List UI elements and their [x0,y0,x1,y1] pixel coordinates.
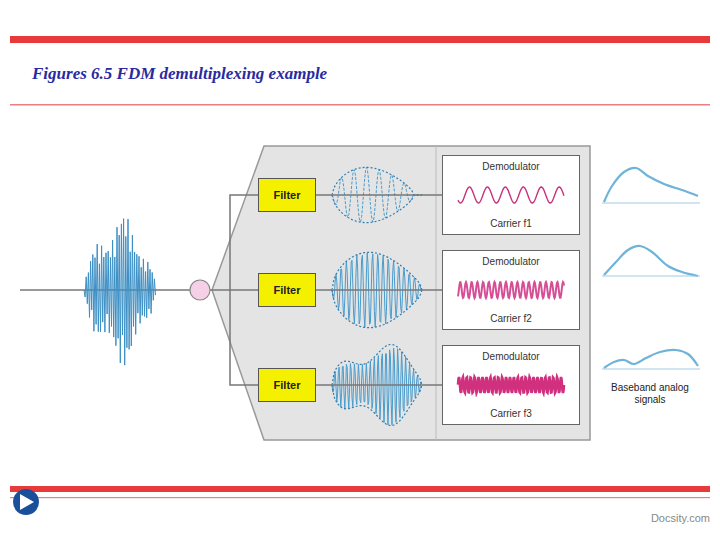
title-rule [10,104,710,106]
demodulator-label: Demodulator [482,351,539,362]
filter-box: Filter [258,178,316,212]
baseband-axis [602,203,700,204]
filter-box: Filter [258,273,316,307]
splitter-dot [190,280,210,300]
baseband-signal [604,246,698,276]
carrier-stroke [458,187,564,203]
figure-title: Figures 6.5 FDM demultiplexing example [32,64,327,84]
filter-label: Filter [274,189,301,201]
signal-envelope [332,385,422,426]
modulated-signal [332,348,422,425]
signal-envelope [332,290,422,328]
composite-signal [84,219,156,365]
signal-envelope [332,195,422,223]
bottom-rule [10,486,710,492]
logo-disc [13,489,39,515]
carrier-stroke [458,377,564,393]
filter-label: Filter [274,379,301,391]
output-label: Baseband analog signals [598,382,702,405]
carrier-label: Carrier f3 [490,408,532,419]
baseband-axis [602,276,700,277]
signal-line [316,289,442,291]
signal-envelope [332,252,422,290]
demux-panel [212,146,590,440]
baseband-signal [604,168,698,202]
demodulator-label: Demodulator [482,256,539,267]
logo-mark [20,494,34,510]
signal-line [316,194,442,196]
filter-label: Filter [274,284,301,296]
bottom-thin-rule [10,497,710,498]
demodulator-box: DemodulatorCarrier f2 [442,250,580,330]
signal-line [316,384,442,386]
filter-box: Filter [258,368,316,402]
carrier-label: Carrier f2 [490,313,532,324]
branch-lines [210,195,258,385]
carrier-label: Carrier f1 [490,218,532,229]
carrier-wave [456,373,566,397]
carrier-wave [456,278,566,302]
baseband-signal [604,350,698,368]
carrier-wave [456,183,566,207]
watermark: Docsity.com [600,512,710,524]
demodulator-box: DemodulatorCarrier f3 [442,345,580,425]
signal-envelope [332,167,422,195]
top-rule [10,36,710,43]
baseband-axis [602,369,700,370]
signal-envelope [332,344,422,385]
panel-divider [436,146,437,440]
demodulator-box: DemodulatorCarrier f1 [442,155,580,235]
logo [13,489,39,515]
carrier-stroke [458,282,564,298]
demodulator-label: Demodulator [482,161,539,172]
